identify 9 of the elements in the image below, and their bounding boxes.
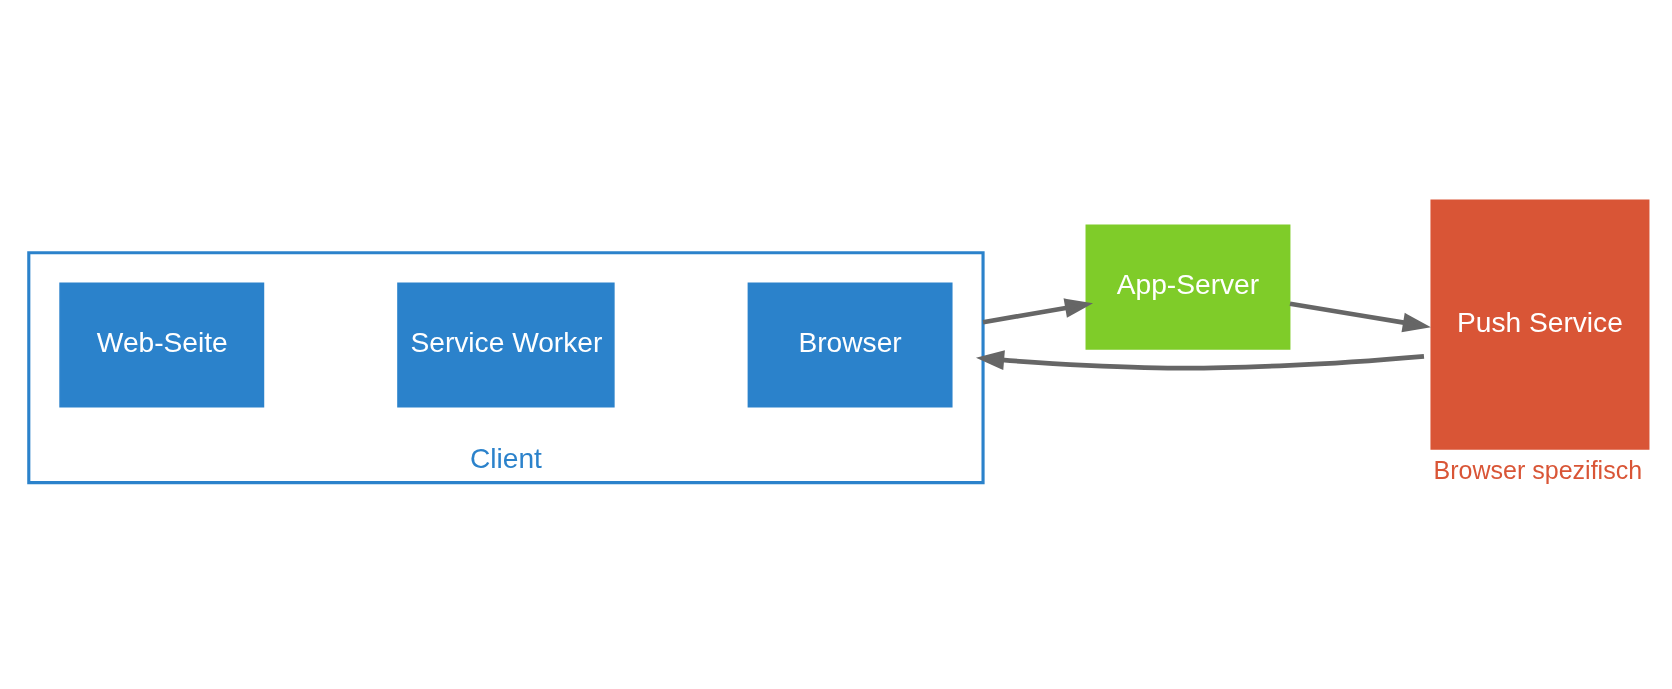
- node-box: Web-Seite: [59, 281, 265, 408]
- arrow: [1289, 300, 1431, 332]
- node-box: Browser: [747, 281, 953, 408]
- arrow: [982, 297, 1094, 325]
- node-box: Service Worker: [397, 281, 615, 408]
- node-box: App-Server: [1085, 224, 1291, 350]
- node-box: Push Service: [1430, 199, 1650, 450]
- node-label: Browser spezifisch: [1433, 455, 1643, 484]
- arrow: [975, 349, 1425, 371]
